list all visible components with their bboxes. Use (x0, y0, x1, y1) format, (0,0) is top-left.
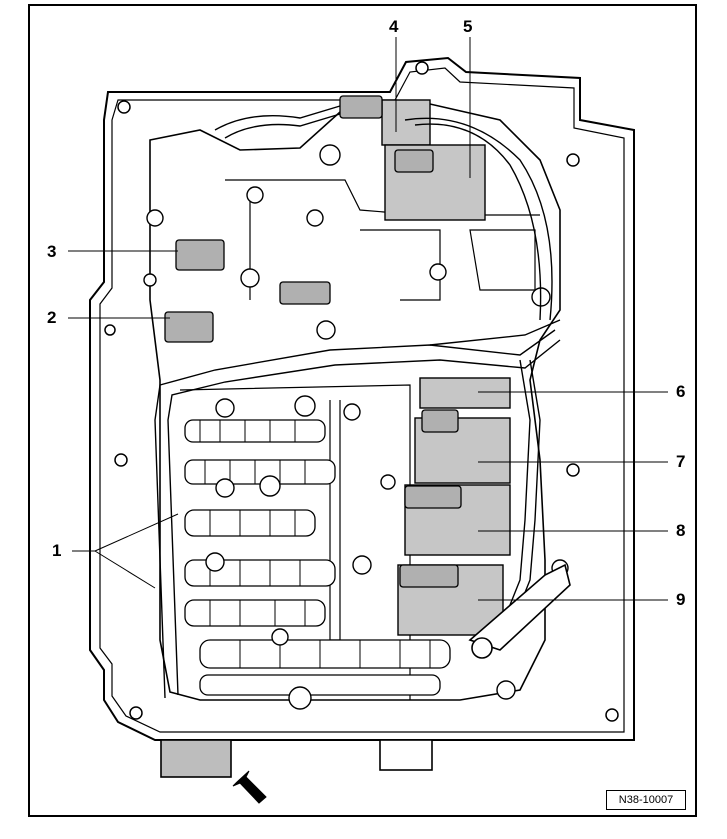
callout-label-1: 1 (52, 541, 62, 560)
callout-label-8: 8 (676, 521, 686, 540)
callout-label-9: 9 (676, 590, 686, 609)
housing-bolt (104, 61, 619, 722)
spool-ribs (199, 420, 431, 668)
callout-label-7: 7 (676, 452, 686, 471)
callout-label-6: 6 (676, 382, 686, 401)
callout-label-5: 5 (463, 17, 473, 36)
figure-reference-code: N38-10007 (606, 790, 686, 810)
solenoid-valve-4 (381, 99, 431, 146)
direction-arrow-icon (232, 770, 267, 804)
bottom-tab-right (379, 739, 433, 771)
callout-label-2: 2 (47, 308, 57, 327)
selector-lever (468, 563, 571, 659)
connector (164, 95, 462, 588)
solenoid-valve-6 (419, 377, 511, 409)
callout-label-3: 3 (47, 242, 57, 261)
leader-lines (68, 37, 668, 601)
bottom-tab-left (160, 739, 232, 778)
callout-label-4: 4 (389, 17, 399, 36)
wiring-harness (154, 105, 561, 699)
